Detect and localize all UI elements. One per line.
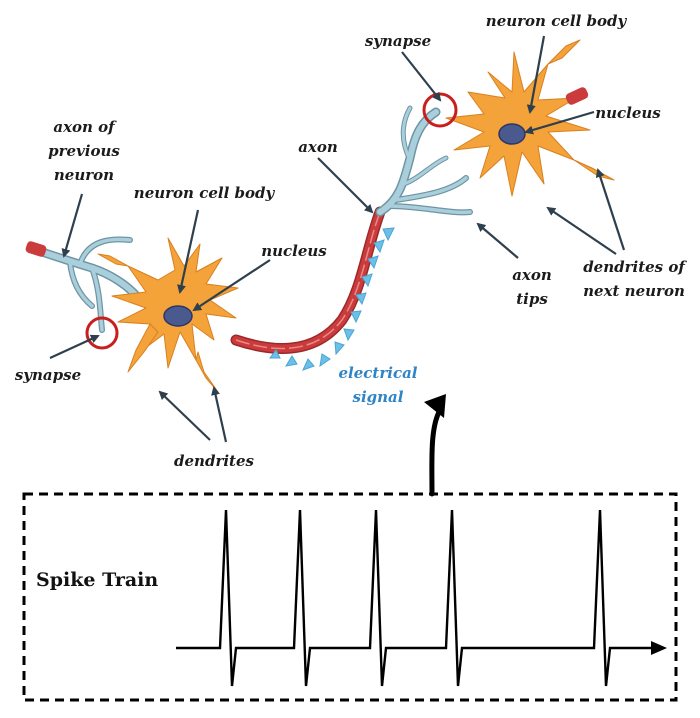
labels: axon of previous neuron neuron cell body… <box>15 12 687 470</box>
spike-train-box <box>22 492 678 702</box>
label-dendrites-next-1: dendrites of <box>583 258 687 276</box>
axon <box>230 206 386 355</box>
label-cell-body-left: neuron cell body <box>134 184 276 202</box>
previous-axon-end <box>25 241 47 257</box>
right-neuron <box>375 39 615 217</box>
right-axon-end <box>565 87 589 105</box>
label-axon-prev-1: axon of <box>53 118 117 136</box>
label-axon-prev-2: previous <box>48 142 120 160</box>
up-arrow-head <box>424 394 446 418</box>
left-synapse-circle <box>85 316 119 350</box>
previous-axon-terminals <box>25 236 145 333</box>
spike-train-title: Spike Train <box>36 569 158 591</box>
right-nucleus <box>498 123 526 145</box>
spike-train-trace <box>176 509 612 687</box>
label-synapse-right: synapse <box>365 32 431 50</box>
label-electrical-signal-1: electrical <box>339 364 418 382</box>
pointer-arrows <box>49 35 626 443</box>
label-axon-tips-1: axon <box>512 266 552 284</box>
spike-train-panel: Spike Train <box>22 492 678 702</box>
label-cell-body-right: neuron cell body <box>486 12 628 30</box>
label-nucleus-left: nucleus <box>261 242 327 260</box>
label-nucleus-right: nucleus <box>595 104 661 122</box>
left-neuron <box>25 236 239 393</box>
electrical-signal-arrows <box>269 227 395 371</box>
label-axon-tips-2: tips <box>516 290 548 308</box>
label-dendrites-next-2: next neuron <box>583 282 685 300</box>
right-cell-body <box>445 51 591 197</box>
label-electrical-signal-2: signal <box>353 388 404 406</box>
label-axon-prev-3: neuron <box>54 166 114 184</box>
left-cell-body <box>111 237 239 369</box>
label-synapse-left: synapse <box>15 366 81 384</box>
left-nucleus <box>163 305 193 327</box>
label-dendrites-left: dendrites <box>174 452 254 470</box>
axon-tips <box>375 105 473 217</box>
label-axon: axon <box>298 138 338 156</box>
up-arrow <box>429 407 443 497</box>
